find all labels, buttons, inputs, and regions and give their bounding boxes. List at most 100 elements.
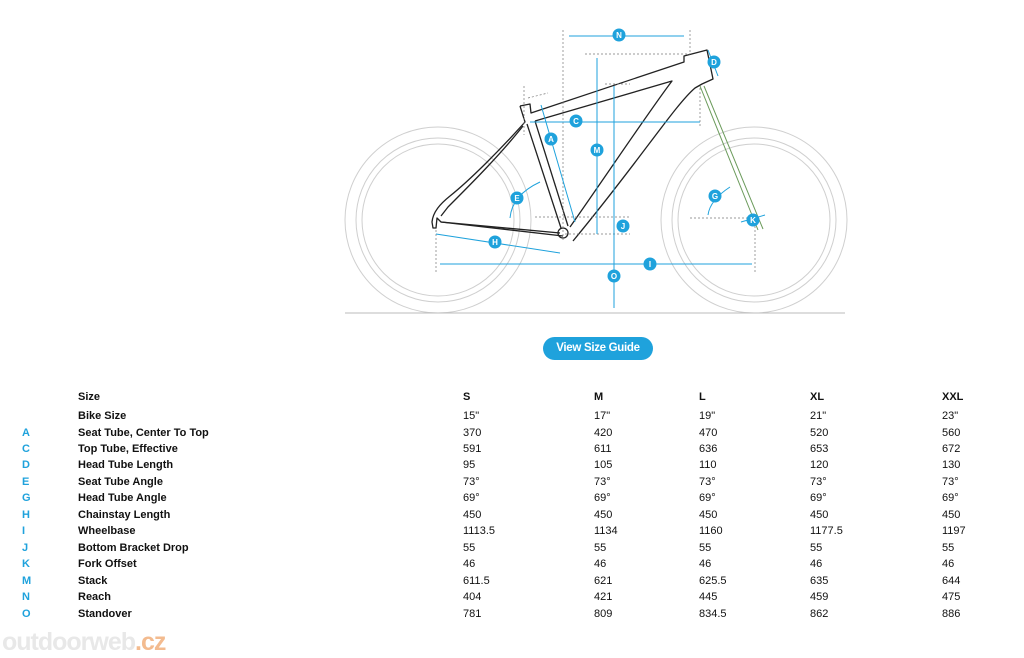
dimension-marker-g: G xyxy=(708,189,722,203)
cell-value: 450 xyxy=(463,509,482,521)
fork xyxy=(699,85,764,231)
cell-value: 73° xyxy=(810,476,827,488)
cell-value: 69° xyxy=(594,492,611,504)
marker-letter: K xyxy=(750,216,756,225)
dimension-marker-m: M xyxy=(590,143,604,157)
dimension-marker-h: H xyxy=(488,235,502,249)
row-label: Bottom Bracket Drop xyxy=(78,542,189,554)
marker-circle xyxy=(612,28,626,42)
cell-value: 1177.5 xyxy=(810,525,843,537)
row-label: Seat Tube Angle xyxy=(78,476,163,488)
cell-value: 520 xyxy=(810,427,829,439)
row-label: Bike Size xyxy=(78,410,127,422)
cell-value: 110 xyxy=(699,459,717,471)
marker-letter: D xyxy=(711,58,717,67)
cell-value: 809 xyxy=(594,608,613,620)
cell-value: 653 xyxy=(810,443,829,455)
row-label: Chainstay Length xyxy=(78,509,171,521)
size-header-s: S xyxy=(463,391,471,403)
cell-value: 886 xyxy=(942,608,961,620)
header-label: Size xyxy=(78,391,101,403)
watermark-logo: outdoorweb.cz xyxy=(2,628,166,657)
row-letter: M xyxy=(22,575,32,587)
dimension-marker-j: J xyxy=(616,219,630,233)
marker-circle xyxy=(746,213,760,227)
dimension-marker-d: D xyxy=(707,55,721,69)
cell-value: 23" xyxy=(942,410,959,422)
marker-circle xyxy=(643,257,657,271)
watermark-suffix: .cz xyxy=(135,628,166,656)
row-label: Standover xyxy=(78,608,132,620)
cell-value: 73° xyxy=(942,476,959,488)
row-letter: E xyxy=(22,476,30,488)
marker-circle xyxy=(569,114,583,128)
marker-circle xyxy=(607,269,621,283)
marker-letter: G xyxy=(712,192,718,201)
size-header-l: L xyxy=(699,391,706,403)
cell-value: 15" xyxy=(463,410,480,422)
marker-letter: O xyxy=(611,272,617,281)
cell-value: 105 xyxy=(594,459,613,471)
cell-value: 781 xyxy=(463,608,482,620)
cell-value: 421 xyxy=(594,591,613,603)
cell-value: 636 xyxy=(699,443,718,455)
dimension-guides xyxy=(435,30,756,272)
cell-value: 55 xyxy=(810,542,823,554)
view-size-guide-button[interactable]: View Size Guide xyxy=(543,337,653,360)
marker-circle xyxy=(708,189,722,203)
cell-value: 644 xyxy=(942,575,961,587)
row-label: Stack xyxy=(78,575,108,587)
cell-value: 46 xyxy=(594,558,607,570)
marker-letter: A xyxy=(548,135,554,144)
size-header-m: M xyxy=(594,391,604,403)
cell-value: 370 xyxy=(463,427,482,439)
cell-value: 69° xyxy=(810,492,827,504)
marker-circle xyxy=(488,235,502,249)
row-letter: I xyxy=(22,525,26,537)
cell-value: 46 xyxy=(942,558,955,570)
cell-value: 450 xyxy=(942,509,961,521)
cell-value: 1197 xyxy=(942,525,966,537)
marker-letter: M xyxy=(594,146,601,155)
row-letter: C xyxy=(22,443,30,455)
marker-letter: N xyxy=(616,31,622,40)
marker-letter: J xyxy=(621,222,625,231)
row-label: Reach xyxy=(78,591,112,603)
dimension-marker-k: K xyxy=(746,213,760,227)
cell-value: 46 xyxy=(463,558,476,570)
cell-value: 73° xyxy=(594,476,611,488)
cell-value: 130 xyxy=(942,459,961,471)
cell-value: 46 xyxy=(810,558,823,570)
cell-value: 55 xyxy=(594,542,607,554)
row-label: Head Tube Angle xyxy=(78,492,167,504)
row-letter: J xyxy=(22,542,29,554)
cell-value: 672 xyxy=(942,443,961,455)
cell-value: 611.5 xyxy=(463,575,490,587)
row-letter: O xyxy=(22,608,31,620)
cell-value: 95 xyxy=(463,459,476,471)
frame xyxy=(431,49,714,242)
cell-value: 17" xyxy=(594,410,611,422)
marker-circle xyxy=(590,143,604,157)
cell-value: 625.5 xyxy=(699,575,727,587)
dimension-marker-a: A xyxy=(544,132,558,146)
cell-value: 459 xyxy=(810,591,829,603)
watermark-main: outdoorweb xyxy=(2,628,136,656)
cell-value: 69° xyxy=(463,492,480,504)
cell-value: 1134 xyxy=(594,525,618,537)
cell-value: 635 xyxy=(810,575,829,587)
row-letter: A xyxy=(22,427,30,439)
cell-value: 55 xyxy=(942,542,955,554)
marker-circle xyxy=(544,132,558,146)
row-letter: G xyxy=(22,492,31,504)
cell-value: 1160 xyxy=(699,525,723,537)
